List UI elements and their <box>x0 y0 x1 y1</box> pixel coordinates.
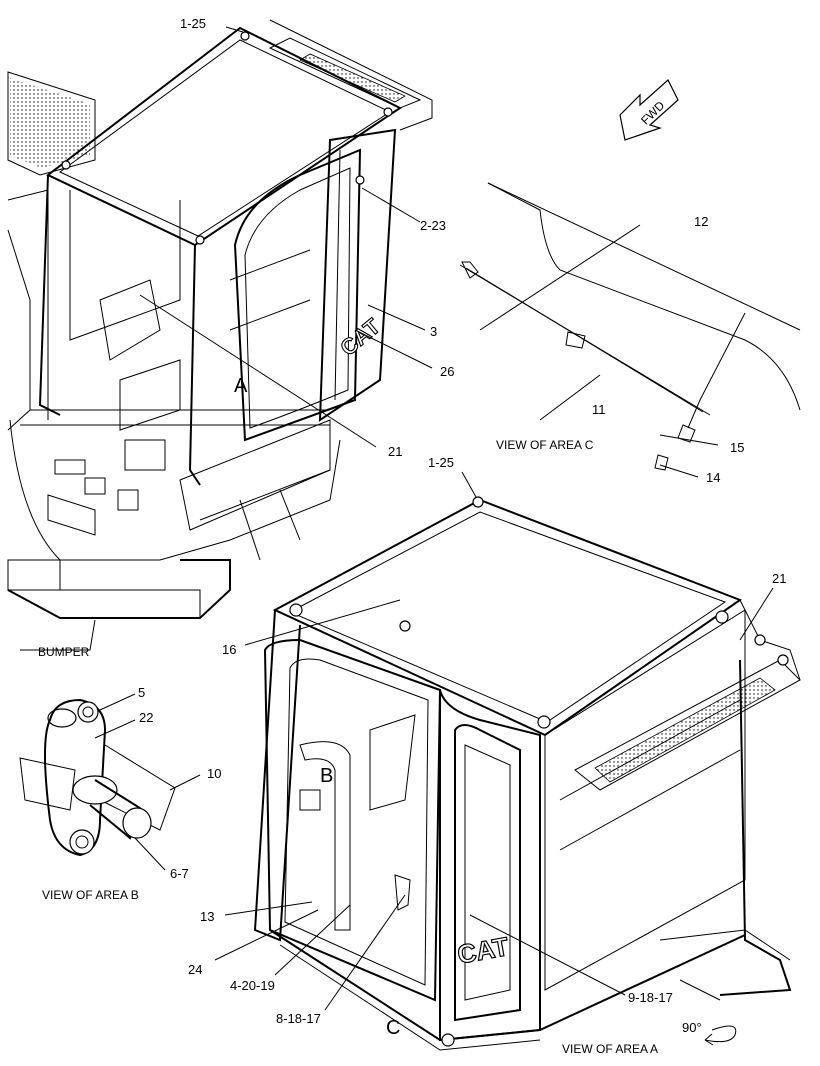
callout-22: 22 <box>139 710 153 725</box>
callout-10: 10 <box>207 766 221 781</box>
callout-24: 24 <box>188 962 202 977</box>
callout-6-7: 6-7 <box>170 866 189 881</box>
cab-closeup-drawing <box>253 496 801 1051</box>
callout-12: 12 <box>694 214 708 229</box>
caption-view-area-c: VIEW OF AREA C <box>496 438 594 452</box>
callout-21-upper: 21 <box>388 444 402 459</box>
callout-5: 5 <box>138 685 145 700</box>
rotation-label: 90° <box>682 1020 702 1035</box>
caption-bumper: BUMPER <box>38 645 90 659</box>
area-letter-b: B <box>320 765 333 787</box>
callout-3: 3 <box>430 324 437 339</box>
caption-view-area-b: VIEW OF AREA B <box>42 888 139 902</box>
cat-logo-lower: CAT <box>455 931 511 970</box>
area-letter-a: A <box>234 375 248 397</box>
leader-lines <box>20 26 774 1011</box>
area-letter-c: C <box>386 1017 400 1039</box>
area-b-detail-drawing <box>19 698 176 857</box>
cat-logo-upper: CAT <box>335 313 385 361</box>
fwd-arrow-icon <box>619 79 679 141</box>
callout-26: 26 <box>440 364 454 379</box>
callout-1-25-upper: 1-25 <box>180 16 206 31</box>
callout-1-25-lower: 1-25 <box>428 455 454 470</box>
callout-9-18-17: 9-18-17 <box>628 990 673 1005</box>
callout-15: 15 <box>730 440 744 455</box>
callout-4-20-19: 4-20-19 <box>230 978 275 993</box>
callout-21-lower: 21 <box>772 571 786 586</box>
callout-2-23: 2-23 <box>420 218 446 233</box>
machine-assembly-drawing <box>7 19 433 619</box>
rotation-arrow-icon <box>704 1025 737 1046</box>
callout-14: 14 <box>706 470 720 485</box>
callout-13: 13 <box>200 909 214 924</box>
callout-8-18-17: 8-18-17 <box>276 1011 321 1026</box>
caption-view-area-a: VIEW OF AREA A <box>562 1042 658 1056</box>
callout-11: 11 <box>592 402 606 417</box>
callout-16: 16 <box>222 642 236 657</box>
area-c-detail-drawing <box>459 182 801 471</box>
